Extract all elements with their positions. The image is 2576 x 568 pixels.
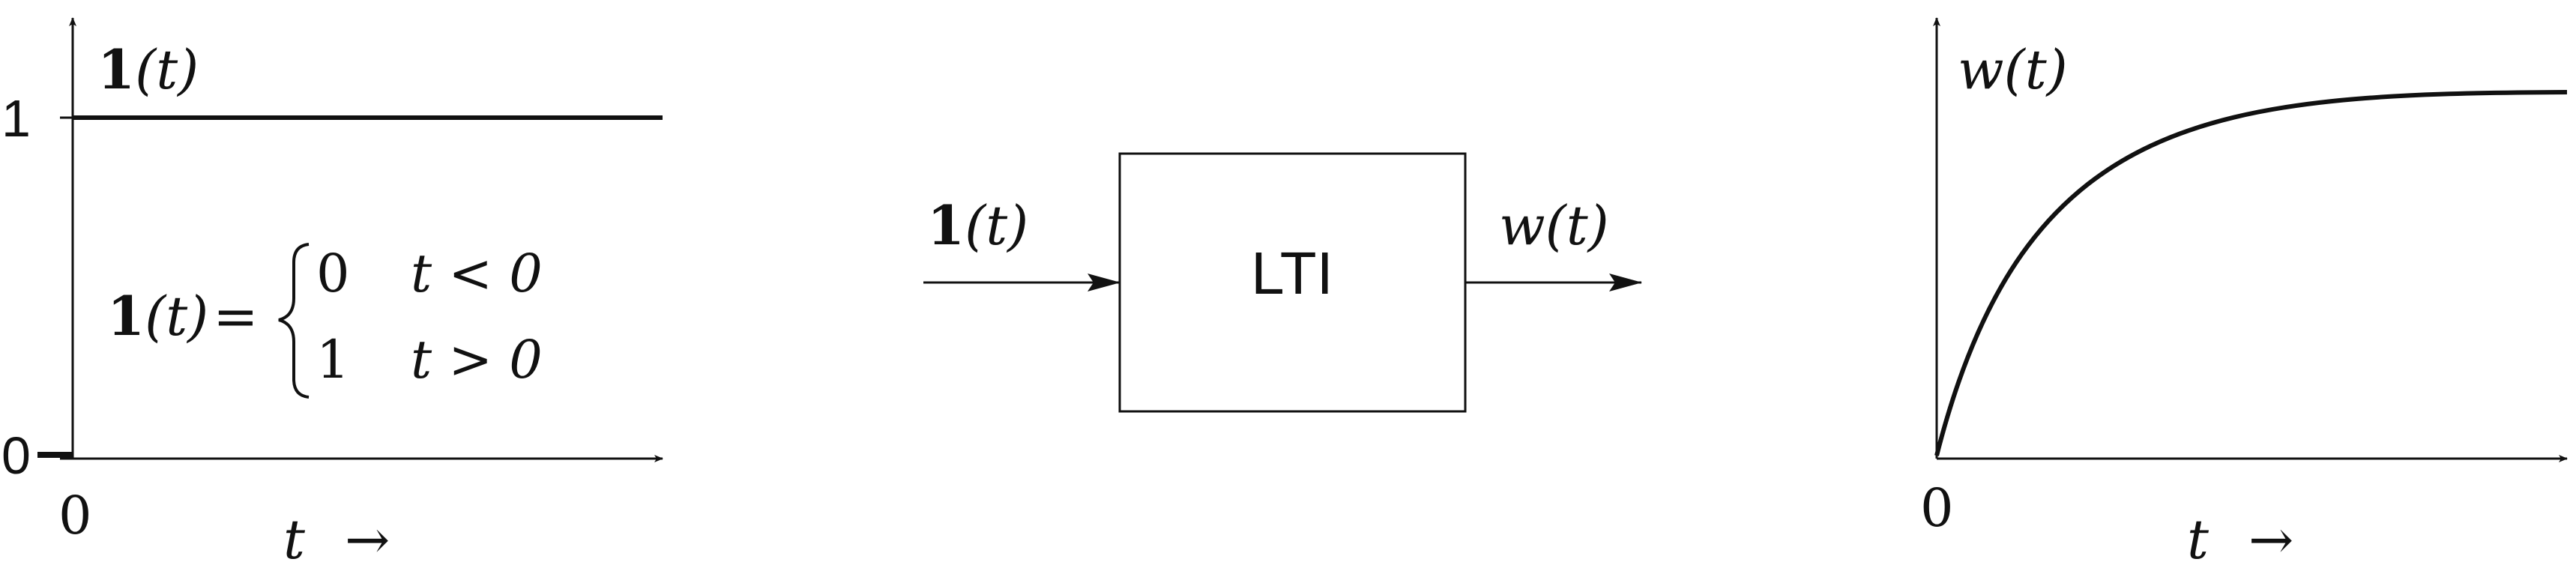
case2-condition: t > 0 bbox=[411, 329, 543, 390]
lti-block-label: LTI bbox=[1251, 240, 1333, 306]
step-plot-label: 1(t) bbox=[97, 37, 199, 101]
response-plot-label: w(t) bbox=[1958, 38, 2068, 101]
definition-lhs-rest: (t) bbox=[145, 285, 208, 348]
step-response-plot: w(t) 0 t → bbox=[1920, 17, 2568, 568]
xaxis-variable: t bbox=[283, 508, 306, 568]
cases-brace bbox=[278, 243, 310, 399]
output-signal-label: w(t) bbox=[1499, 194, 1609, 257]
xaxis-direction-arrow: → bbox=[345, 508, 390, 568]
step-definition-formula: 1(t)= 0 t < 0 1 t > 0 bbox=[107, 243, 543, 399]
lti-block-diagram: LTI 1(t) w(t) bbox=[923, 152, 1642, 413]
ytick-1-label: 1 bbox=[1, 89, 31, 148]
step-function-plot: 1(t) 1 0 0 t → 1(t)= 0 t < 0 1 t > 0 bbox=[1, 17, 663, 568]
case1-value: 0 bbox=[316, 243, 350, 304]
case1-condition: t < 0 bbox=[411, 243, 543, 304]
response-xtick-0-label: 0 bbox=[1920, 477, 1954, 539]
definition-equals: = bbox=[213, 285, 258, 348]
response-xaxis-direction-arrow: → bbox=[2248, 508, 2293, 568]
response-xaxis-variable: t bbox=[2187, 508, 2209, 568]
case2-value: 1 bbox=[316, 329, 350, 390]
ytick-0-label: 0 bbox=[1, 426, 31, 485]
input-signal-label: 1(t) bbox=[927, 193, 1028, 257]
svg-text:1(t)=: 1(t)= bbox=[107, 284, 259, 348]
response-curve bbox=[1934, 90, 2568, 456]
xtick-0-label: 0 bbox=[58, 485, 92, 546]
definition-lhs-bold: 1 bbox=[107, 284, 145, 348]
